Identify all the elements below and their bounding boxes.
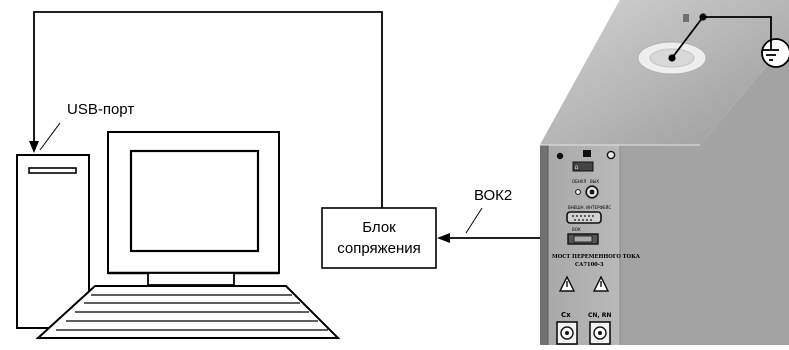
terminal-cx-label: Cx — [561, 311, 571, 319]
panel-screw-icon — [556, 152, 564, 160]
warning-left-icon — [558, 275, 576, 292]
terminal-cx-icon — [556, 321, 578, 345]
warning-right-icon — [592, 275, 610, 292]
fiber-label: ВОК2 — [474, 187, 513, 204]
keyboard — [35, 285, 341, 339]
svg-text:ВЫХ: ВЫХ — [590, 179, 599, 184]
fiber-arrow-left — [437, 233, 450, 243]
interface-block — [321, 207, 437, 269]
device-title-line1: МОСТ ПЕРЕМЕННОГО ТОКА — [552, 254, 641, 260]
ground-terminal-dot — [668, 54, 676, 62]
ground-icon — [761, 38, 789, 68]
zero-button-icon — [575, 189, 581, 195]
terminal-cn-label: CN, RN — [588, 312, 611, 319]
device-title-line2: СА7100-3 — [575, 262, 604, 268]
interface-block-line1: Блок — [362, 219, 396, 236]
monitor — [107, 131, 280, 286]
usb-cable — [33, 11, 383, 208]
system-unit — [16, 154, 90, 329]
usb-arrow — [29, 141, 39, 153]
interface-block-line2: сопряжения — [337, 240, 421, 257]
brand-logo — [572, 161, 594, 172]
svg-text:Ω: Ω — [575, 165, 578, 170]
svg-text:ОБНУЛ: ОБНУЛ — [572, 179, 586, 184]
fiber-leader-line — [465, 207, 483, 234]
power-switch-icon — [606, 150, 616, 160]
monitor-stand — [147, 272, 235, 286]
power-led-icon — [583, 150, 591, 157]
drive-slot — [28, 167, 77, 174]
ground-node-dot — [699, 13, 707, 21]
svg-text:ВНЕШН. ИНТЕРФЕЙС: ВНЕШН. ИНТЕРФЕЙС — [568, 205, 611, 210]
svg-text:ВОК: ВОК — [572, 227, 581, 232]
usb-port-label: USB-порт — [67, 101, 135, 118]
interface-block-label: Блок сопряжения — [322, 208, 436, 268]
usb-leader-line — [39, 122, 61, 151]
ground-connection — [671, 16, 772, 59]
terminal-cn-icon — [589, 321, 611, 345]
measuring-bridge-device: Ω ОБНУЛ ВЫХ ВНЕШН. ИНТЕРФЕЙС ВОК МОСТ ПЕ… — [540, 0, 789, 345]
db-connector-icon — [566, 211, 602, 224]
monitor-screen — [129, 149, 260, 253]
